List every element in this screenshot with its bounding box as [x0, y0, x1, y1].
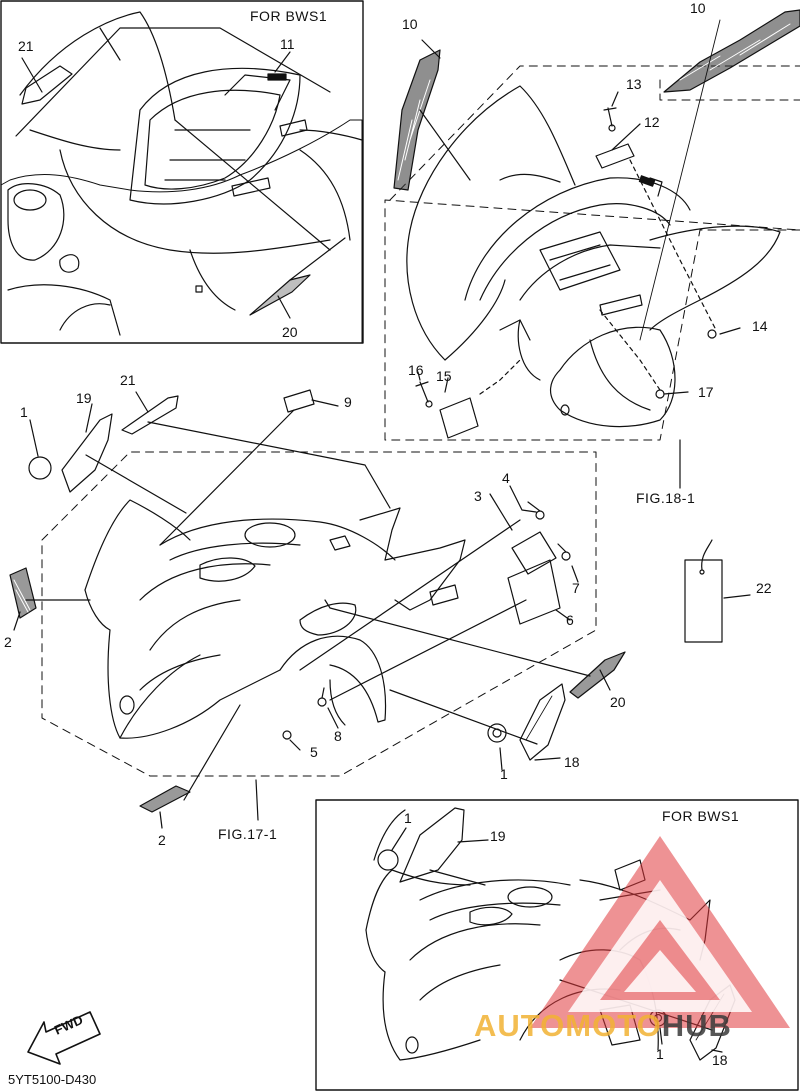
- callout-9[interactable]: 9: [344, 394, 352, 410]
- callout-14[interactable]: 14: [752, 318, 768, 334]
- callout-19[interactable]: 19: [490, 828, 506, 844]
- callout-13[interactable]: 13: [626, 76, 642, 92]
- callout-1[interactable]: 1: [500, 766, 508, 782]
- callout-1[interactable]: 1: [20, 404, 28, 420]
- callout-5[interactable]: 5: [310, 744, 318, 760]
- callout-19[interactable]: 19: [76, 390, 92, 406]
- callout-2[interactable]: 2: [4, 634, 12, 650]
- callout-8[interactable]: 8: [334, 728, 342, 744]
- callout-1[interactable]: 1: [656, 1046, 664, 1062]
- callout-7[interactable]: 7: [572, 580, 580, 596]
- watermark-auto: AUTO: [474, 1008, 566, 1043]
- callout-22[interactable]: 22: [756, 580, 772, 596]
- callout-12[interactable]: 12: [644, 114, 660, 130]
- callout-6[interactable]: 6: [566, 612, 574, 628]
- fig18-rear-assembly: [384, 9, 800, 489]
- callout-20[interactable]: 20: [610, 694, 626, 710]
- watermark-hub: HUB: [661, 1008, 732, 1043]
- callout-21[interactable]: 21: [18, 38, 34, 54]
- watermark-text: AUTOMOTOHUB: [474, 1008, 732, 1044]
- callout-11[interactable]: 11: [280, 36, 295, 52]
- callout-3[interactable]: 3: [474, 488, 482, 504]
- callout-18[interactable]: 18: [564, 754, 580, 770]
- callout-10[interactable]: 10: [690, 0, 706, 16]
- fwd-arrow: [27, 1011, 101, 1065]
- watermark-moto: MOTO: [565, 1008, 662, 1043]
- watermark-logo-triangle: [530, 836, 790, 1028]
- callout-2[interactable]: 2: [158, 832, 166, 848]
- figure-reference-17[interactable]: FIG.17-1: [218, 826, 278, 842]
- callout-4[interactable]: 4: [502, 470, 510, 486]
- callout-16[interactable]: 16: [408, 362, 424, 378]
- fig17-front-assembly: [9, 389, 751, 829]
- diagram-code: 5YT5100-D430: [8, 1072, 97, 1087]
- callout-10[interactable]: 10: [402, 16, 418, 32]
- callout-18[interactable]: 18: [712, 1052, 728, 1068]
- inset-title-bottom-right: FOR BWS1: [662, 808, 740, 824]
- callout-15[interactable]: 15: [436, 368, 452, 384]
- figure-reference-18[interactable]: FIG.18-1: [636, 490, 696, 506]
- callout-1[interactable]: 1: [404, 810, 412, 826]
- callout-20[interactable]: 20: [282, 324, 298, 340]
- callout-21[interactable]: 21: [120, 372, 136, 388]
- inset-title-top-left: FOR BWS1: [250, 8, 328, 24]
- inset-top-left: [0, 0, 364, 344]
- callout-17[interactable]: 17: [698, 384, 714, 400]
